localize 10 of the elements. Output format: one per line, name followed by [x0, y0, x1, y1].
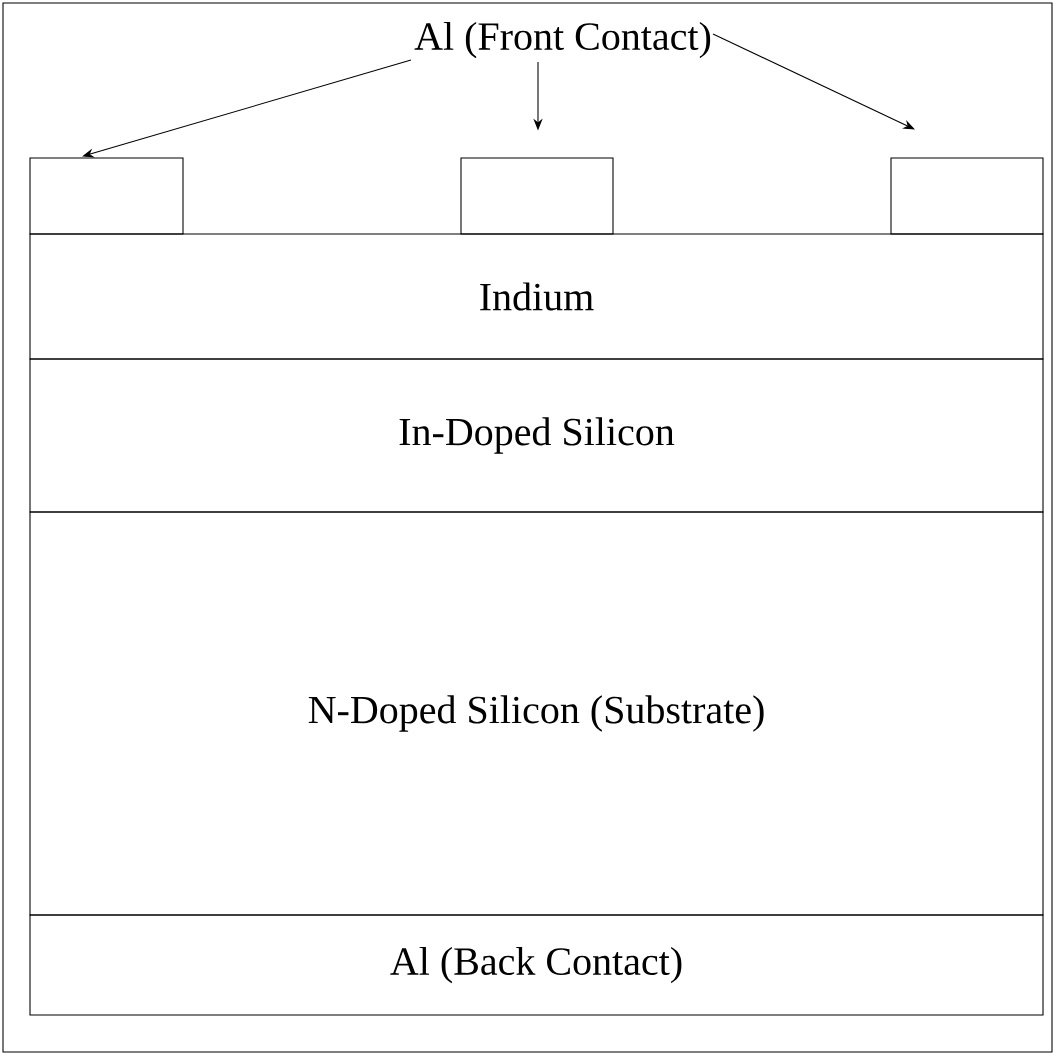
layer-box: N-Doped Silicon (Substrate) — [29, 511, 1044, 916]
arrow — [82, 59, 412, 158]
contact-box — [460, 157, 614, 235]
layer-box: In-Doped Silicon — [29, 358, 1044, 513]
arrow — [712, 33, 915, 130]
callout-label: Al (Front Contact) — [414, 21, 711, 59]
contact-box — [890, 157, 1044, 235]
layer-box: Indium — [29, 233, 1044, 360]
contact-box — [29, 157, 184, 235]
layer-box: Al (Back Contact) — [29, 914, 1044, 1016]
